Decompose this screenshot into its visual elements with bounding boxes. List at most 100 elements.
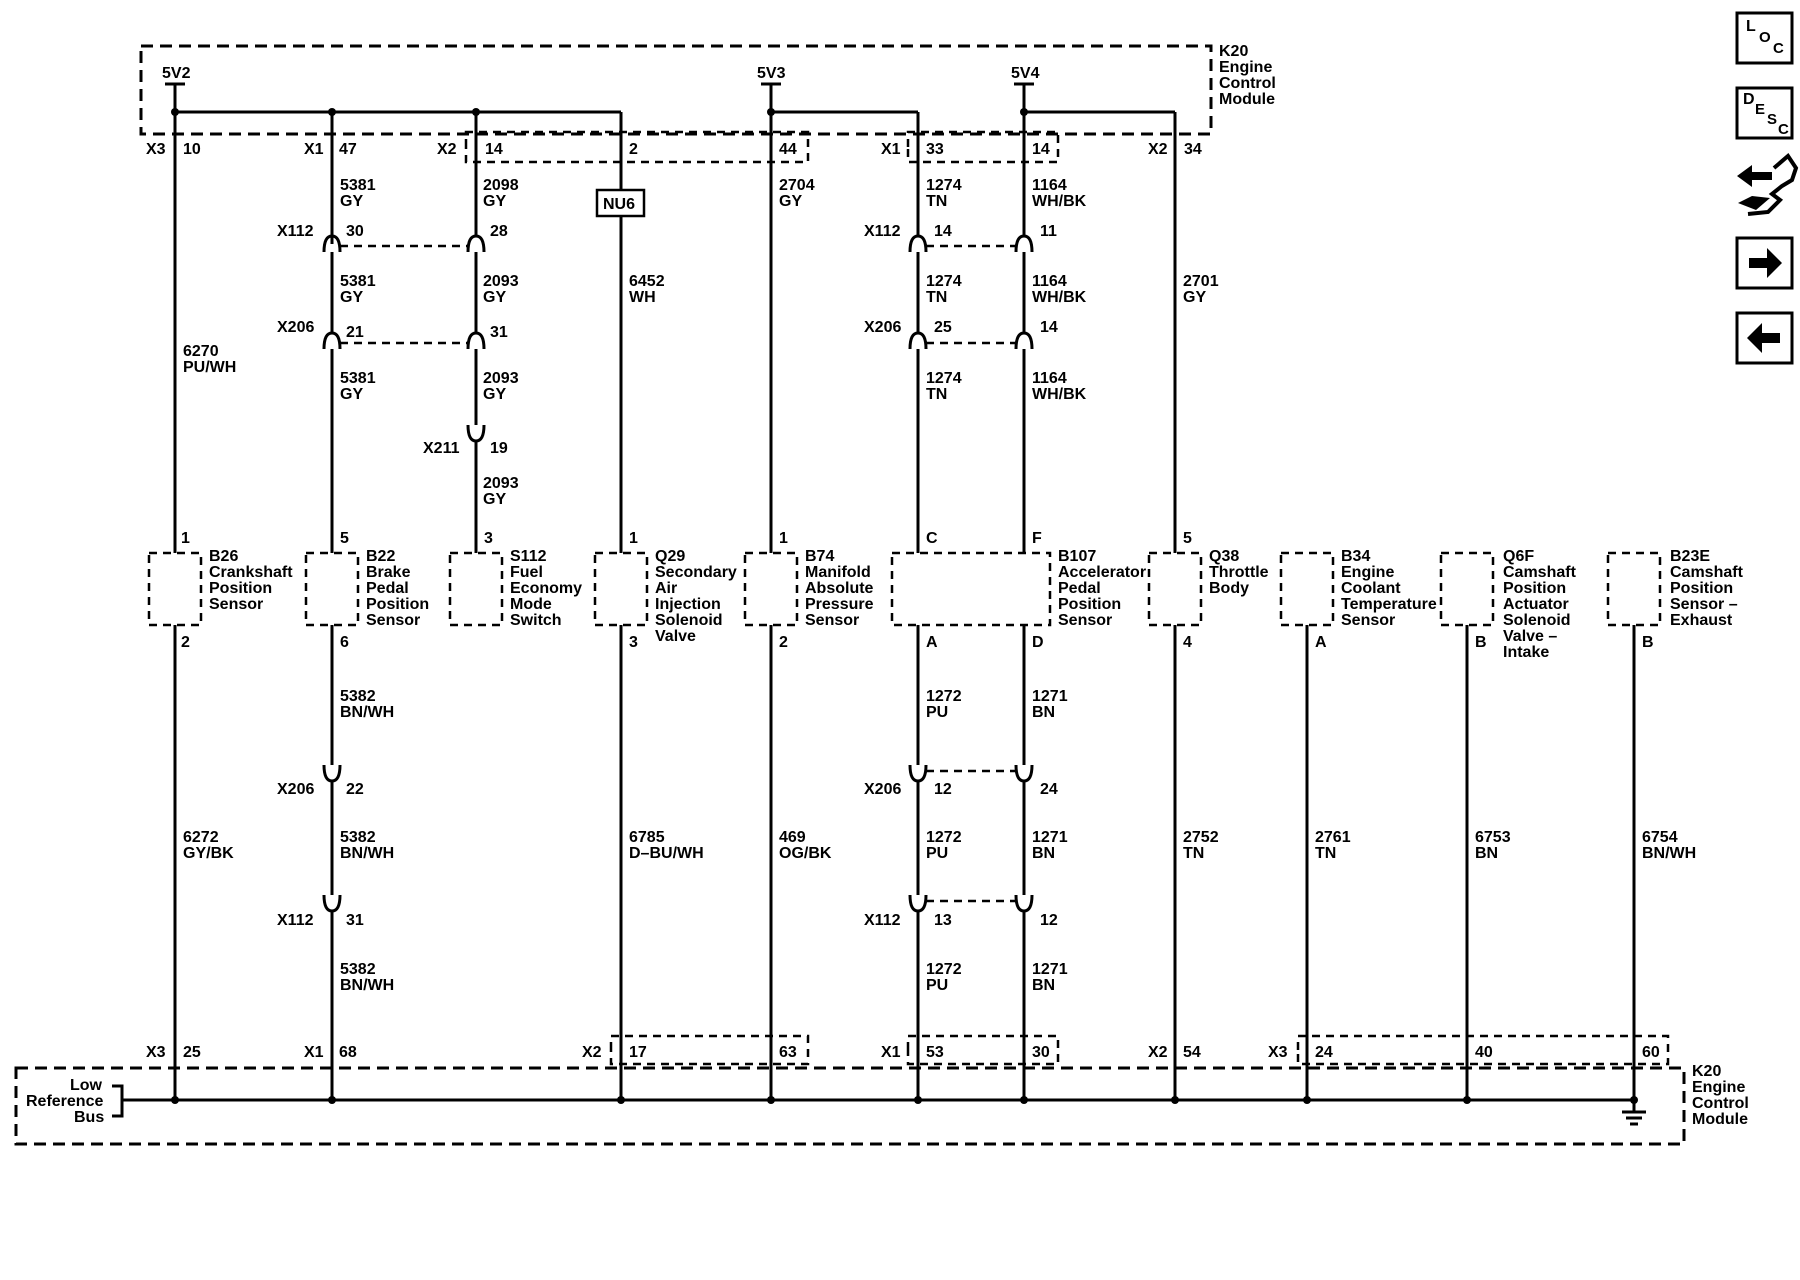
supply-5v3: 5V3 [757,65,786,112]
bottom-x2b-pin: 54 [1183,1044,1201,1061]
b74-label-5: Sensor [805,612,859,629]
b34-label-3: Coolant [1341,580,1401,597]
supply-5v2-label: 5V2 [162,65,191,82]
wire-2704-number: 2704 [779,177,815,194]
b34-label-4: Temperature [1341,596,1437,613]
q29-pin-top: 1 [629,530,638,547]
nu6-label: NU6 [603,196,635,213]
q29-label-4: Injection [655,596,721,613]
supply-5v4-label: 5V4 [1011,65,1040,82]
wire-2093c-color: GY [483,491,506,508]
q6f-label-2: Camshaft [1503,564,1577,581]
wire-5381a-number: 5381 [340,177,376,194]
wire-2701-color: GY [1183,289,1206,306]
x206-b-label-left: X206 [277,781,314,798]
top-x2-pin-2: 2 [629,141,638,158]
wire-5382c-number: 5382 [340,961,376,978]
b74-label-3: Absolute [805,580,874,597]
wire-1271a-number: 1271 [1032,688,1068,705]
previous-page-button[interactable] [1735,311,1794,365]
b107-label-3: Pedal [1058,580,1101,597]
bottom-x1-pin: 68 [339,1044,357,1061]
b22-pin-top: 5 [340,530,349,547]
location-icon-l: L [1746,18,1756,35]
bottom-x3b-pin-40: 40 [1475,1044,1493,1061]
wire-5382a-number: 5382 [340,688,376,705]
component-b22[interactable]: 5 6 B22 Brake Pedal Position Sensor [304,530,429,651]
x112-pin-28: 28 [490,223,508,240]
top-x3-pin: 10 [183,141,201,158]
wire-6452-number: 6452 [629,273,665,290]
bottom-bus-junctions [171,1096,1638,1104]
supply-5v4: 5V4 [1011,65,1040,112]
top-x2-connector-outline [464,130,810,164]
top-x1b-pin-33: 33 [926,141,944,158]
x206-label-left: X206 [277,319,314,336]
wire-1164a-color: WH/BK [1032,193,1087,210]
wire-1164c-number: 1164 [1032,370,1067,387]
component-b34[interactable]: A B34 Engine Coolant Temperature Sensor [1279,548,1437,651]
component-b26[interactable]: 1 2 B26 Crankshaft Position Sensor [147,530,293,651]
location-button[interactable]: L O C [1735,11,1794,65]
wire-2098-number: 2098 [483,177,519,194]
component-s112[interactable]: 3 S112 Fuel Economy Mode Switch [448,530,582,629]
component-b74[interactable]: 1 2 B74 Manifold Absolute Pressure Senso… [743,530,874,651]
x112-pin-30: 30 [346,223,364,240]
component-q6f[interactable]: B Q6F Camshaft Position Actuator Solenoi… [1439,548,1577,661]
b34-label-5: Sensor [1341,612,1395,629]
q38-label-3: Body [1209,580,1249,597]
low-ref-bus-label-1: Low [70,1077,103,1094]
ecm-bottom-module: K20 Engine Control Module [14,1063,1749,1146]
b107-label-5: Sensor [1058,612,1112,629]
b74-label-2: Manifold [805,564,871,581]
q29-pin-bottom: 3 [629,634,638,651]
b26-label-4: Sensor [209,596,263,613]
bottom-x1-label: X1 [304,1044,324,1061]
wire-5381c-color: GY [340,386,363,403]
b26-label-1: B26 [209,548,238,565]
wire-469-number: 469 [779,829,806,846]
component-q29[interactable]: 1 3 Q29 Secondary Air Injection Solenoid… [593,530,737,651]
wire-labels-top: 6270 PU/WH 5381 GY 5381 GY 5381 GY 2098 … [183,177,1219,508]
b23e-label-2: Camshaft [1670,564,1744,581]
x206-label-right: X206 [864,319,901,336]
wire-6270-number: 6270 [183,343,219,360]
component-b107[interactable]: C F A D B107 Accelerator Pedal Position … [890,530,1146,651]
q38-pin-bottom: 4 [1183,634,1192,651]
x112-b-label-left: X112 [277,912,314,929]
wire-1274b-color: TN [926,289,947,306]
wire-1274a-number: 1274 [926,177,962,194]
component-q38[interactable]: 5 4 Q38 Throttle Body [1147,530,1269,651]
component-b23e[interactable]: B B23E Camshaft Position Sensor – Exhaus… [1606,548,1744,651]
q6f-label-3: Position [1503,580,1566,597]
wire-5381b-color: GY [340,289,363,306]
wire-1271c-color: BN [1032,977,1055,994]
b34-label-1: B34 [1341,548,1370,565]
supply-5v3-label: 5V3 [757,65,786,82]
bottom-x3b-pin-60: 60 [1642,1044,1660,1061]
description-button[interactable]: D E S C [1735,86,1794,140]
low-reference-bus: Low Reference Bus [26,1077,1634,1126]
ecm-top-label-4: Module [1219,91,1275,108]
q6f-label-7: Intake [1503,644,1549,661]
b23e-label-5: Exhaust [1670,612,1733,629]
q6f-label-1: Q6F [1503,548,1534,565]
wire-6785-number: 6785 [629,829,665,846]
q6f-pin-bottom: B [1475,634,1487,651]
top-x1-label: X1 [304,141,324,158]
inline-connector-labels-top: X112 30 28 X206 21 31 X211 19 X112 14 11… [277,223,1058,457]
inline-connectors-top [322,234,1034,443]
wire-6754-number: 6754 [1642,829,1678,846]
wire-6754-color: BN/WH [1642,845,1696,862]
wire-2093b-number: 2093 [483,370,519,387]
ecm-bottom-label-4: Module [1692,1111,1748,1128]
s112-label-2: Fuel [510,564,543,581]
location-icon-o: O [1759,29,1771,46]
wire-1164b-number: 1164 [1032,273,1067,290]
b107-pin-f: F [1032,530,1042,547]
connector-view-button[interactable] [1737,153,1799,216]
top-x1b-pin-14: 14 [1032,141,1050,158]
next-page-button[interactable] [1735,236,1794,290]
wire-1164a-number: 1164 [1032,177,1067,194]
